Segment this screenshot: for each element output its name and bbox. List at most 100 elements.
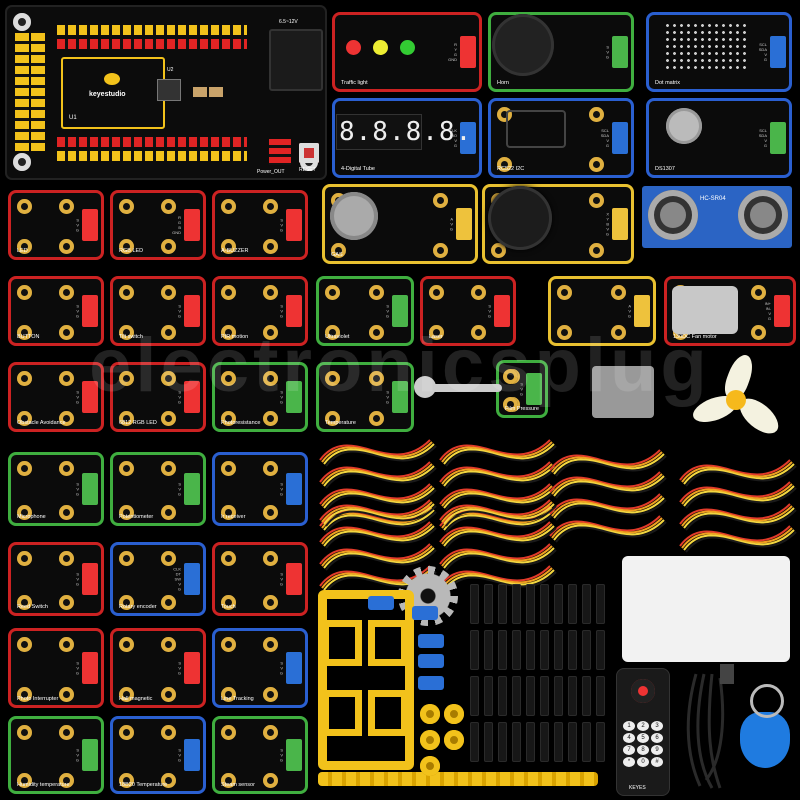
blue-pin <box>418 676 444 690</box>
connector-port[interactable] <box>82 381 98 413</box>
black-standoff <box>470 676 479 716</box>
rfid-card[interactable] <box>622 556 790 662</box>
mount-hole <box>59 773 74 788</box>
wire <box>441 485 553 507</box>
connector-port[interactable] <box>612 208 628 240</box>
connector-port[interactable] <box>82 209 98 241</box>
connector-port[interactable] <box>392 295 408 327</box>
black-standoff <box>512 630 521 670</box>
mount-hole <box>161 285 176 300</box>
black-standoff <box>484 722 493 762</box>
remote-key[interactable]: * <box>623 757 635 767</box>
mount-hole <box>221 687 236 702</box>
connector-port[interactable] <box>286 381 302 413</box>
connector-port[interactable] <box>460 36 476 68</box>
connector-port[interactable] <box>184 381 200 413</box>
connector-port[interactable] <box>82 563 98 595</box>
connector-port[interactable] <box>82 739 98 771</box>
wire <box>439 565 551 587</box>
connector-port[interactable] <box>456 208 472 240</box>
connector-port[interactable] <box>494 295 510 327</box>
module-label: Reed Switch <box>17 604 48 610</box>
black-standoff <box>554 676 563 716</box>
connector-port[interactable] <box>460 122 476 154</box>
connector-port[interactable] <box>184 652 200 684</box>
connector-port[interactable] <box>770 36 786 68</box>
wire <box>553 453 665 475</box>
mount-hole <box>433 243 448 258</box>
wire <box>325 505 437 527</box>
connector-port[interactable] <box>770 122 786 154</box>
black-standoff <box>568 584 577 624</box>
connector-port[interactable] <box>184 295 200 327</box>
module-label: PIR motion <box>221 334 249 340</box>
wire <box>321 501 433 523</box>
module-label: Touch <box>221 604 236 610</box>
u2-label: U2 <box>167 67 174 73</box>
mount-hole <box>471 325 486 340</box>
bottom-pin-header-yellow <box>57 151 247 161</box>
remote-key[interactable]: 6 <box>651 733 663 743</box>
mount-hole <box>59 285 74 300</box>
connector-port[interactable] <box>526 373 542 405</box>
rfid-keyfob[interactable] <box>740 712 790 768</box>
mount-hole <box>59 595 74 610</box>
mount-hole <box>17 199 32 214</box>
black-standoff <box>498 676 507 716</box>
mount-hole <box>325 371 340 386</box>
connector-port[interactable] <box>286 209 302 241</box>
remote-key[interactable]: # <box>651 757 663 767</box>
black-standoff <box>582 676 591 716</box>
mount-hole <box>119 505 134 520</box>
remote-key[interactable]: 0 <box>637 757 649 767</box>
remote-key[interactable]: 1 <box>623 721 635 731</box>
connector-port[interactable] <box>286 473 302 505</box>
remote-key[interactable]: 4 <box>623 733 635 743</box>
mount-hole <box>331 243 346 258</box>
connector-port[interactable] <box>286 563 302 595</box>
pin-labels: S V G <box>177 303 181 319</box>
black-standoff <box>582 722 591 762</box>
mount-hole <box>161 239 176 254</box>
pin-labels: CLK DT SW V G <box>173 566 181 592</box>
black-standoff <box>596 722 605 762</box>
connector-port[interactable] <box>82 473 98 505</box>
connector-port[interactable] <box>286 739 302 771</box>
connector-port[interactable] <box>286 295 302 327</box>
connector-port[interactable] <box>634 295 650 327</box>
mount-hole <box>497 157 512 172</box>
remote-key[interactable]: 5 <box>637 733 649 743</box>
connector-port[interactable] <box>184 473 200 505</box>
connector-port[interactable] <box>612 36 628 68</box>
remote-key[interactable]: 3 <box>651 721 663 731</box>
remote-dpad[interactable] <box>631 679 655 703</box>
connector-port[interactable] <box>392 381 408 413</box>
connector-port[interactable] <box>184 563 200 595</box>
mount-hole <box>161 371 176 386</box>
remote-key[interactable]: 7 <box>623 745 635 755</box>
module-label: Rotary encoder <box>119 604 157 610</box>
dc-power-jack[interactable] <box>269 29 323 91</box>
connector-port[interactable] <box>184 209 200 241</box>
remote-key[interactable]: 2 <box>637 721 649 731</box>
reset-button[interactable] <box>299 143 319 163</box>
remote-key[interactable]: 9 <box>651 745 663 755</box>
mount-hole <box>369 371 384 386</box>
mount-hole <box>263 461 278 476</box>
connector-port[interactable] <box>612 122 628 154</box>
remote-key[interactable]: 8 <box>637 745 649 755</box>
module-label: RGB LED <box>119 248 144 254</box>
mount-hole <box>433 193 448 208</box>
connector-port[interactable] <box>184 739 200 771</box>
wire <box>683 507 795 529</box>
connector-port[interactable] <box>82 652 98 684</box>
connector-port[interactable] <box>774 295 790 327</box>
voltage-switch[interactable] <box>269 139 291 165</box>
connector-port[interactable] <box>286 652 302 684</box>
joystick-knob[interactable] <box>488 186 552 250</box>
connector-port[interactable] <box>82 295 98 327</box>
